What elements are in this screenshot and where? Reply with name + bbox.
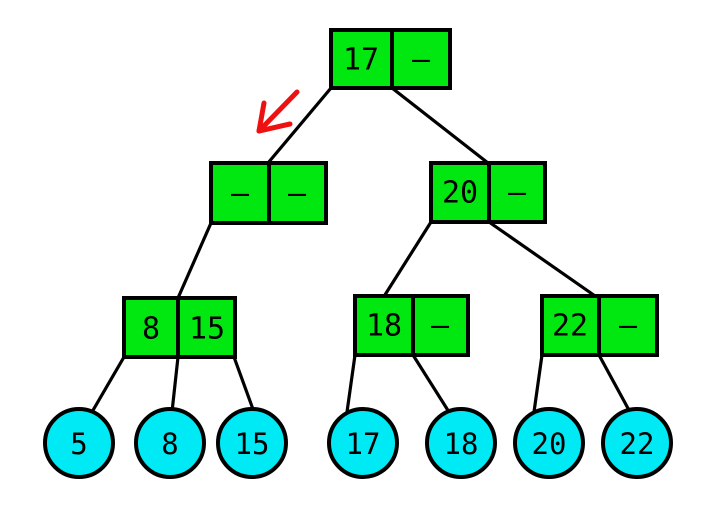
level3-middle-cell-1[interactable]: [411, 294, 470, 357]
edge-level2-left-to-level3-left: [176, 222, 213, 299]
red-pointer-arrow-shaft: [256, 89, 300, 134]
leaf-22[interactable]: 22: [601, 407, 673, 479]
level2-node-right[interactable]: 20 –: [429, 161, 547, 224]
leaf-5-circle[interactable]: [43, 407, 115, 479]
leaf-8[interactable]: 8: [134, 407, 206, 479]
leaf-22-circle[interactable]: [601, 407, 673, 479]
level2-right-cell-1-label: –: [508, 176, 527, 211]
leaf-17[interactable]: 17: [327, 407, 399, 479]
red-pointer-arrow: [256, 89, 300, 134]
level3-node-left[interactable]: 8 15: [122, 296, 237, 359]
leaf-20-label: 20: [532, 427, 567, 461]
level3-node-right[interactable]: 22 –: [540, 294, 659, 357]
level2-node-left[interactable]: – –: [209, 161, 328, 225]
level2-left-cell-1-label: –: [288, 177, 307, 212]
level3-right-cell-0-label: 22: [552, 309, 588, 344]
edge-level3-right-to-leaf-20: [532, 354, 544, 413]
level3-right-cell-1[interactable]: [597, 294, 659, 357]
level3-node-middle[interactable]: 18 –: [353, 294, 470, 357]
leaf-18-circle[interactable]: [425, 407, 497, 479]
level2-right-cell-0-label: 20: [442, 176, 478, 211]
edge-root-to-level2-right: [391, 86, 489, 165]
leaf-5[interactable]: 5: [43, 407, 115, 479]
edge-level2-right-to-level3-right: [488, 220, 599, 300]
leaf-15-label: 15: [235, 427, 270, 461]
leaf-15-circle[interactable]: [216, 407, 288, 479]
red-pointer-arrow-head-lower: [256, 121, 293, 134]
level2-left-cell-0-label: –: [231, 177, 250, 212]
edge-level3-left-to-leaf-15: [232, 356, 256, 413]
leaf-15[interactable]: 15: [216, 407, 288, 479]
level2-left-cell-0[interactable]: [209, 161, 271, 225]
level2-left-cell-1[interactable]: [267, 161, 328, 225]
level3-middle-cell-0-label: 18: [366, 309, 402, 344]
edge-level3-middle-to-leaf-18: [411, 354, 451, 413]
edge-level2-right-to-level3-middle: [381, 221, 433, 299]
root-cell-0-label: 17: [343, 43, 379, 78]
leaf-18-label: 18: [444, 427, 479, 461]
leaf-17-label: 17: [346, 427, 381, 461]
leaf-17-circle[interactable]: [327, 407, 399, 479]
leaf-8-circle[interactable]: [134, 407, 206, 479]
red-pointer-arrow-head-upper: [256, 100, 267, 134]
leaf-20[interactable]: 20: [513, 407, 585, 479]
leaf-20-circle[interactable]: [513, 407, 585, 479]
leaf-22-label: 22: [620, 427, 655, 461]
root-cell-1-label: –: [412, 43, 431, 78]
level3-middle-cell-1-label: –: [431, 309, 450, 344]
edge-level3-left-to-leaf-5: [90, 356, 126, 413]
edge-level3-left-to-leaf-8: [170, 356, 180, 413]
edge-root-to-level2-left: [266, 86, 333, 165]
level3-right-cell-0[interactable]: [540, 294, 601, 357]
level2-right-cell-1[interactable]: [487, 161, 547, 224]
level3-left-cell-0-label: 8: [142, 312, 160, 347]
leaf-5-label: 5: [70, 427, 87, 461]
edge-level3-right-to-leaf-22: [597, 354, 632, 413]
leaf-18[interactable]: 18: [425, 407, 497, 479]
edge-group: [90, 86, 632, 413]
level3-left-cell-1-label: 15: [189, 312, 225, 347]
level3-left-cell-1[interactable]: [176, 296, 237, 359]
leaf-group: 5 8 15 17 18 20 22: [43, 407, 673, 479]
leaf-8-label: 8: [161, 427, 178, 461]
edge-level3-middle-to-leaf-17: [345, 354, 357, 413]
level3-right-cell-1-label: –: [619, 309, 638, 344]
root-node[interactable]: 17 –: [329, 28, 452, 90]
root-cell-1[interactable]: [390, 28, 452, 90]
